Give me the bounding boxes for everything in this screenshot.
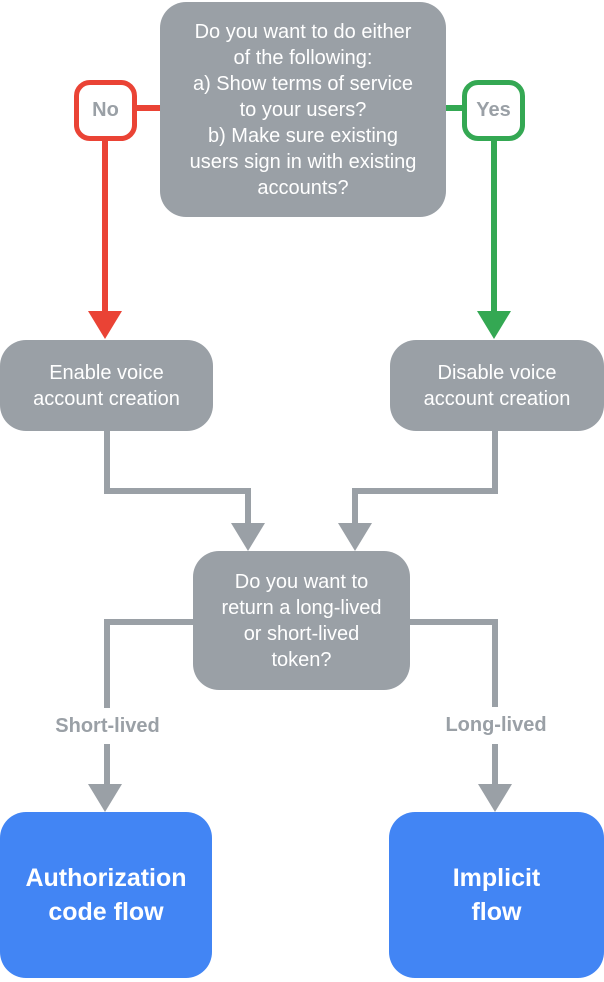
node-question-token-lifetime: Do you want to return a long-lived or sh… (193, 551, 410, 690)
badge-no-label: No (92, 99, 119, 121)
node-authorization-code-flow-text: Authorization code flow (25, 864, 187, 926)
node-implicit-flow: Implicit flow (389, 812, 604, 978)
node-disable-voice-account-creation: Disable voice account creation (390, 340, 604, 431)
node-implicit-flow-text: Implicit flow (452, 864, 541, 926)
badge-yes: Yes (462, 80, 525, 141)
node-disable-text: Disable voice account creation (423, 361, 571, 410)
connector-yes-vertical (491, 141, 497, 312)
edge-label-long-lived-text: Long-lived (445, 714, 547, 736)
arrowhead-no-icon (88, 311, 122, 339)
node-question-terms-text: Do you want to do either of the followin… (189, 20, 417, 199)
badge-yes-label: Yes (476, 99, 511, 121)
node-enable-voice-account-creation: Enable voice account creation (0, 340, 213, 431)
arrowhead-short-icon (88, 784, 122, 812)
arrowhead-yes-icon (477, 311, 511, 339)
connector-short-vertical (104, 619, 110, 786)
node-enable-text: Enable voice account creation (33, 361, 180, 410)
connector-enable-into (245, 490, 251, 525)
connector-yes-horizontal (446, 105, 462, 111)
connector-no-vertical (102, 141, 108, 312)
edge-label-short-lived-text: Short-lived (55, 714, 160, 737)
connector-disable-across (352, 488, 498, 494)
connector-no-horizontal (137, 105, 160, 111)
node-authorization-code-flow: Authorization code flow (0, 812, 212, 978)
edge-label-long-lived: Long-lived (412, 707, 580, 744)
connector-disable-down (492, 431, 498, 491)
edge-label-short-lived: Short-lived (23, 708, 192, 744)
arrowhead-enable-icon (231, 523, 265, 551)
connector-long-horizontal (410, 619, 498, 625)
connector-enable-down (104, 431, 110, 491)
node-question-terms: Do you want to do either of the followin… (160, 2, 446, 217)
connector-enable-across (104, 488, 251, 494)
badge-no: No (74, 80, 137, 141)
arrowhead-disable-icon (338, 523, 372, 551)
arrowhead-long-icon (478, 784, 512, 812)
connector-disable-into (352, 490, 358, 525)
connector-short-horizontal (104, 619, 193, 625)
connector-long-vertical (492, 619, 498, 786)
node-question-token-text: Do you want to return a long-lived or sh… (221, 570, 382, 671)
